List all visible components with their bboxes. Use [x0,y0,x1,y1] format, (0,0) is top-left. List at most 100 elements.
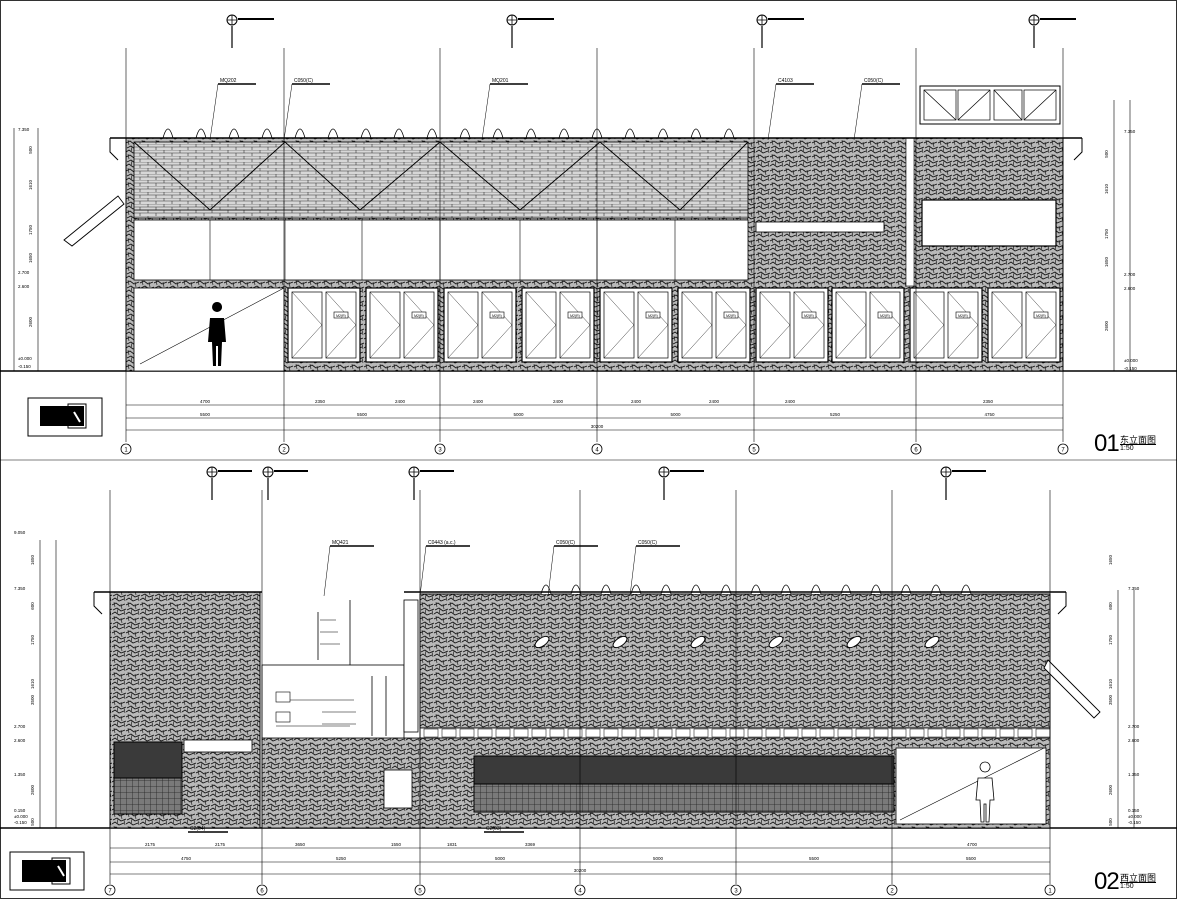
sub-dimension: 1550 [391,842,402,847]
vertical-dimension: 1750 [1108,634,1113,645]
level-label: ±0.000 [18,356,32,361]
vertical-dimension: 1610 [1108,678,1113,689]
axis-bubble [278,443,290,455]
vertical-dimension: 500 [28,146,33,154]
vertical-dimension: 2600 [1104,320,1109,331]
door-tag: M2(R) [726,314,736,318]
component-tag: C050(C) [638,540,657,546]
vertical-dimension: 600 [1108,602,1113,610]
bay-dimension: 4750 [984,412,995,417]
bay-dimension: 5000 [670,412,681,417]
level-label: 2.700 [18,270,30,275]
axis-label: 4 [578,889,582,895]
sub-dimension: 4700 [967,842,978,847]
door-tag: M2(R) [958,314,968,318]
axis-bubble [414,884,426,896]
sub-dimension: 3650 [295,842,306,847]
level-label: ±0.000 [1124,358,1138,363]
bay-dimension: 5000 [653,856,664,861]
level-label: 9.050 [14,530,26,535]
sub-dimension: 2400 [553,399,564,404]
axis-bubble [591,443,603,455]
vertical-dimension: 1750 [30,634,35,645]
door-tag: M2(R) [570,314,580,318]
east-elevation-number: 01 [1094,430,1120,457]
vertical-dimension: 600 [30,602,35,610]
sub-dimension: 4700 [200,399,211,404]
axis-label: 7 [1061,448,1065,454]
level-label: ±0.000 [1128,814,1142,819]
level-label: -0.150 [1128,820,1141,825]
bay-dimension: 5000 [495,856,506,861]
component-tag: C2(04) [190,826,206,832]
axis-bubble [1057,443,1069,455]
axis-bubble [1044,884,1056,896]
sub-dimension: 2175 [145,842,156,847]
overall-dimension: 30200 [591,424,604,429]
vertical-dimension: 2600 [28,316,33,327]
axis-bubble [730,884,742,896]
component-tag: C4103 [778,78,793,84]
sub-dimension: 2400 [395,399,406,404]
component-tag: MQ202 [220,78,237,84]
level-label: 7.350 [14,586,26,591]
vertical-dimension: 500 [30,818,35,826]
level-label: 7.350 [1128,586,1140,591]
east-roof-vents [162,128,735,139]
door-tag: M2(R) [648,314,658,318]
level-label: -0.150 [14,820,27,825]
axis-label: 7 [108,889,112,895]
door-tag: M2(R) [880,314,890,318]
level-label: 1.350 [14,772,26,777]
east-elevation-scale: 1:50 [1120,445,1134,452]
axis-label: 1 [124,448,128,454]
level-label: 1.350 [1128,772,1140,777]
vertical-dimension: 3500 [30,694,35,705]
axis-label: 6 [260,889,264,895]
level-label: 2.600 [18,284,30,289]
level-label: 7.350 [18,127,30,132]
west-elevation [0,466,1177,891]
vertical-dimension: 2600 [1108,784,1113,795]
level-label: 2.600 [14,738,26,743]
sub-dimension: 1831 [447,842,458,847]
axis-label: 5 [418,889,422,895]
bay-dimension: 5250 [336,856,347,861]
west-elevation-scale: 1:50 [1120,883,1134,890]
level-label: 2.600 [1128,738,1140,743]
axis-label: 5 [752,448,756,454]
axis-label: 2 [282,448,286,454]
west-elevation-title: 02 西立面图 1:50 [1094,868,1156,896]
component-tag: C2(03) [486,826,502,832]
door-tag: M2(R) [492,314,502,318]
vertical-dimension: 1610 [1104,183,1109,194]
axis-label: 3 [734,889,738,895]
bay-dimension: 5500 [966,856,977,861]
axis-bubble [574,884,586,896]
sub-dimension: 2350 [315,399,326,404]
vertical-dimension: 2600 [30,784,35,795]
bay-dimension: 5500 [809,856,820,861]
axis-bubble [256,884,268,896]
axis-label: 1 [1048,889,1052,895]
vertical-dimension: 1610 [30,678,35,689]
level-label: 2.700 [1128,724,1140,729]
level-label: 2.700 [1124,272,1136,277]
sub-dimension: 2175 [215,842,226,847]
sub-dimension: 3369 [525,842,536,847]
sub-dimension: 2400 [785,399,796,404]
axis-bubble [886,884,898,896]
sub-dimension: 2350 [983,399,994,404]
axis-label: 4 [595,448,599,454]
axis-bubble [120,443,132,455]
bay-dimension: 5500 [357,412,368,417]
bay-dimension: 5500 [200,412,211,417]
bay-dimension: 5000 [513,412,524,417]
east-elevation-title: 01 东立面图 1:50 [1094,430,1156,458]
component-tag: MQ201 [492,78,509,84]
level-label: 0.150 [14,808,26,813]
component-tag: C050(C) [864,78,883,84]
